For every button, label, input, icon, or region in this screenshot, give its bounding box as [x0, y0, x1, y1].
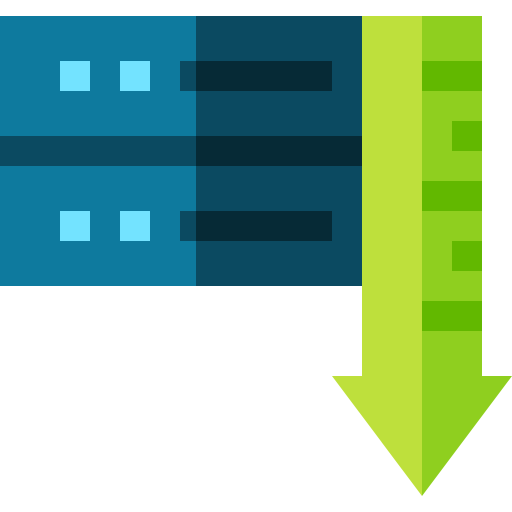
led-indicator-icon — [60, 211, 90, 241]
drive-slot-top-left — [180, 61, 196, 91]
drive-slot-bottom-left — [180, 211, 196, 241]
server-divider-left — [0, 136, 196, 166]
arrow-shaft-left — [362, 16, 422, 376]
server-divider-right — [196, 136, 362, 166]
drive-slot-top — [196, 61, 332, 91]
led-indicator-icon — [60, 61, 90, 91]
arrow-stripe — [422, 181, 482, 211]
arrow-stripe — [452, 121, 482, 151]
led-indicator-icon — [120, 211, 150, 241]
server-unit-top-left — [0, 16, 196, 136]
server-unit-bottom-left — [0, 166, 196, 286]
arrow-stripe — [422, 61, 482, 91]
arrow-head-right — [422, 376, 512, 496]
server-stack — [0, 16, 362, 286]
arrow-stripe — [422, 301, 482, 331]
drive-slot-bottom — [196, 211, 332, 241]
arrow-stripe — [452, 241, 482, 271]
download-arrow-icon — [332, 16, 512, 496]
arrow-head-left — [332, 376, 422, 496]
led-indicator-icon — [120, 61, 150, 91]
